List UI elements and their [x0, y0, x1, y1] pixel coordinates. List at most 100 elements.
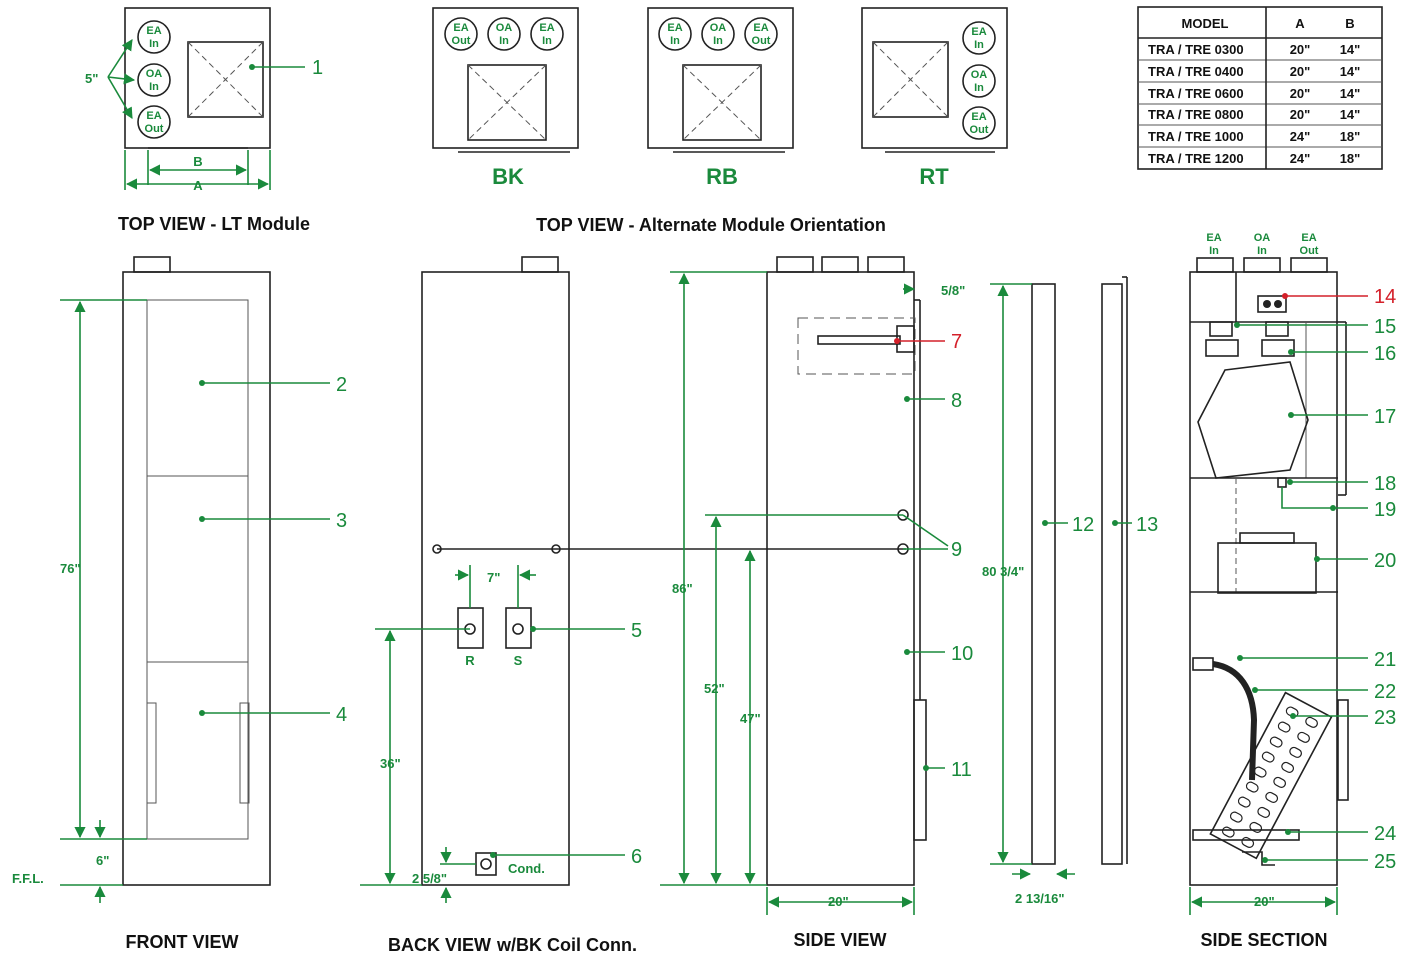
svg-text:Out: Out — [145, 123, 164, 135]
dim-7: 7" — [487, 570, 500, 585]
table-row: TRA / TRE 0300 — [1148, 42, 1244, 57]
svg-text:EA: EA — [667, 22, 682, 34]
svg-text:14": 14" — [1340, 42, 1361, 57]
svg-text:EA: EA — [146, 25, 161, 37]
ea-in-circle: EA In — [137, 20, 171, 54]
svg-text:EA: EA — [1301, 232, 1316, 244]
dim-76: 76" — [60, 561, 81, 576]
callout-20: 20 — [1374, 550, 1396, 572]
callout-25: 25 — [1374, 851, 1396, 873]
svg-text:20": 20" — [1290, 64, 1311, 79]
table-row: TRA / TRE 1000 — [1148, 129, 1244, 144]
dim-36: 36" — [380, 756, 401, 771]
label-rb: RB — [706, 164, 738, 189]
callout-18: 18 — [1374, 473, 1396, 495]
callout-19: 19 — [1374, 499, 1396, 521]
label-bk: BK — [492, 164, 524, 189]
svg-text:In: In — [974, 82, 984, 94]
svg-text:Out: Out — [752, 35, 771, 47]
svg-text:Out: Out — [970, 124, 989, 136]
callout-23: 23 — [1374, 707, 1396, 729]
table-row: TRA / TRE 0600 — [1148, 86, 1244, 101]
caption-back-sub: w/BK Coil Conn. — [496, 935, 637, 955]
svg-text:EA: EA — [753, 22, 768, 34]
svg-text:In: In — [499, 35, 509, 47]
callout-7: 7 — [951, 331, 962, 353]
svg-text:20": 20" — [1290, 86, 1311, 101]
callout-3: 3 — [336, 510, 347, 532]
svg-text:OA: OA — [496, 22, 513, 34]
table-row: TRA / TRE 1200 — [1148, 151, 1244, 166]
svg-text:14": 14" — [1340, 107, 1361, 122]
svg-text:24": 24" — [1290, 151, 1311, 166]
oa-in-circle: OA In — [137, 63, 171, 97]
callout-2: 2 — [336, 374, 347, 396]
callout-9: 9 — [951, 539, 962, 561]
svg-text:EA: EA — [146, 110, 161, 122]
label-s: S — [514, 653, 523, 668]
caption-front: FRONT VIEW — [126, 932, 239, 952]
svg-text:20": 20" — [1290, 107, 1311, 122]
callout-21: 21 — [1374, 649, 1396, 671]
model-table: MODEL A B TRA / TRE 0300 20" 14" TRA / T… — [1137, 6, 1383, 170]
dim-20-side: 20" — [828, 894, 849, 909]
label-ffl: F.F.L. — [12, 871, 44, 886]
table-row: TRA / TRE 0800 — [1148, 107, 1244, 122]
top-view-rb: EA In OA In EA Out — [647, 7, 794, 153]
svg-text:In: In — [670, 35, 680, 47]
svg-text:20": 20" — [1290, 42, 1311, 57]
label-r: R — [465, 653, 475, 668]
ea-out-circle: EA Out — [137, 105, 171, 139]
callout-8: 8 — [951, 390, 962, 412]
svg-text:In: In — [974, 39, 984, 51]
callout-16: 16 — [1374, 343, 1396, 365]
callout-22: 22 — [1374, 681, 1396, 703]
side-view: 86" 52" 47" 20" 5/8" 7 8 9 10 11 — [660, 256, 973, 915]
dim-47: 47" — [740, 711, 761, 726]
callout-4: 4 — [336, 704, 347, 726]
dim-20-section: 20" — [1254, 894, 1275, 909]
svg-text:OA: OA — [710, 22, 727, 34]
label-cond: Cond. — [508, 861, 545, 876]
table-row: TRA / TRE 0400 — [1148, 64, 1244, 79]
svg-text:18": 18" — [1340, 129, 1361, 144]
front-view: 76" 6" F.F.L. 2 3 4 — [12, 256, 347, 903]
svg-text:OA: OA — [146, 68, 163, 80]
dim-b: B — [193, 154, 202, 169]
dim-2-13-16: 2 13/16" — [1015, 891, 1065, 906]
svg-text:24": 24" — [1290, 129, 1311, 144]
svg-text:14": 14" — [1340, 64, 1361, 79]
dim-a: A — [193, 178, 203, 193]
svg-text:OA: OA — [971, 69, 988, 81]
panel-12: 80 3/4" 2 13/16" 12 — [982, 283, 1094, 906]
dim-80-3-4: 80 3/4" — [982, 564, 1024, 579]
svg-text:In: In — [1257, 245, 1267, 257]
dim-52: 52" — [704, 681, 725, 696]
svg-text:In: In — [1209, 245, 1219, 257]
panel-13: 13 — [1101, 276, 1158, 865]
callout-6: 6 — [631, 846, 642, 868]
svg-text:14": 14" — [1340, 86, 1361, 101]
svg-text:In: In — [713, 35, 723, 47]
callout-13: 13 — [1136, 514, 1158, 536]
callout-1: 1 — [312, 57, 323, 79]
svg-text:Out: Out — [1300, 245, 1319, 257]
dim-5-8: 5/8" — [941, 283, 965, 298]
svg-text:Out: Out — [452, 35, 471, 47]
caption-section: SIDE SECTION — [1200, 930, 1327, 950]
dim-5in: 5" — [85, 71, 98, 86]
svg-text:EA: EA — [539, 22, 554, 34]
callout-24: 24 — [1374, 823, 1396, 845]
callout-17: 17 — [1374, 406, 1396, 428]
dim-86: 86" — [672, 581, 693, 596]
caption-top-lt: TOP VIEW - LT Module — [118, 214, 310, 234]
top-view-bk: EA Out OA In EA In — [432, 7, 579, 153]
callout-11: 11 — [951, 759, 972, 781]
callout-15: 15 — [1374, 316, 1396, 338]
svg-text:EA: EA — [1206, 232, 1221, 244]
top-view-lt: EA In OA In EA Out 5" B A 1 — [85, 7, 323, 193]
top-view-rt: EA In OA In EA Out — [861, 7, 1008, 153]
table-header-model: MODEL — [1182, 16, 1229, 31]
dim-2-5-8: 2 5/8" — [412, 871, 447, 886]
